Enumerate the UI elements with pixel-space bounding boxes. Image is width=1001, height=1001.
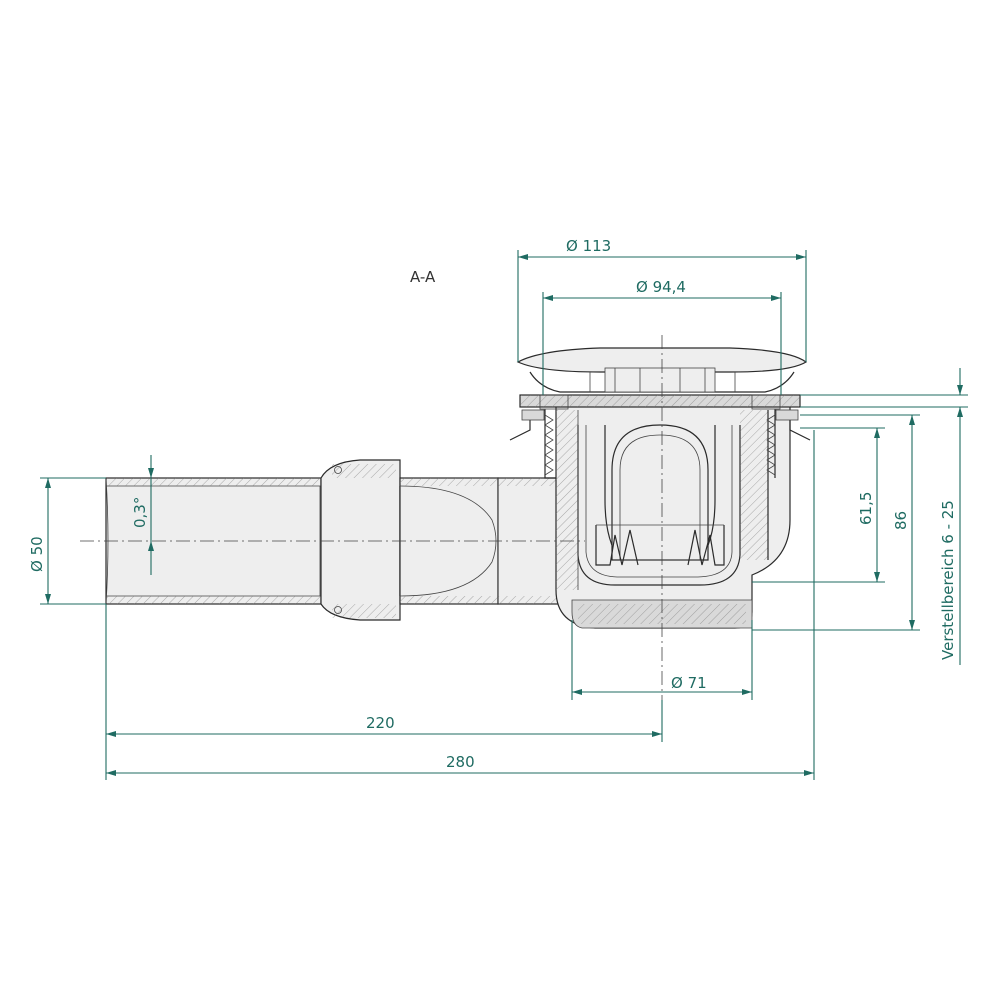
dimensions xyxy=(40,250,968,780)
drain-flange xyxy=(509,394,811,479)
dim-height-86 xyxy=(752,414,920,631)
trap-housing xyxy=(555,399,791,629)
label-length-to-center: 220 xyxy=(366,714,395,732)
label-pipe-angle: 0,3° xyxy=(131,497,149,528)
dim-height-61 xyxy=(752,427,885,583)
label-outer-diameter: Ø 113 xyxy=(566,237,611,255)
dim-pipe-diameter xyxy=(40,477,106,605)
label-height-61: 61,5 xyxy=(857,492,875,525)
pipe-coupling xyxy=(319,459,401,621)
center-lines xyxy=(80,335,663,735)
section-label: A-A xyxy=(410,268,436,286)
label-adjustment-range: Verstellbereich 6 - 25 xyxy=(939,500,957,660)
label-inner-diameter: Ø 94,4 xyxy=(636,278,686,296)
dim-adjustment-range xyxy=(800,368,968,665)
dim-outlet-diameter xyxy=(571,620,753,700)
label-total-length: 280 xyxy=(446,753,475,771)
dim-outer-diameter xyxy=(517,250,807,362)
dim-inner-diameter xyxy=(542,292,782,395)
labels: A-A Ø 113 Ø 94,4 Ø 71 220 280 Ø 50 0,3° … xyxy=(28,237,957,771)
dim-length-to-center xyxy=(105,604,663,780)
drain-body xyxy=(105,347,811,629)
label-outlet-diameter: Ø 71 xyxy=(671,674,707,692)
label-height-86: 86 xyxy=(892,511,910,530)
dim-pipe-angle xyxy=(148,455,154,575)
label-pipe-diameter: Ø 50 xyxy=(28,536,46,572)
dim-total-length xyxy=(106,430,815,780)
